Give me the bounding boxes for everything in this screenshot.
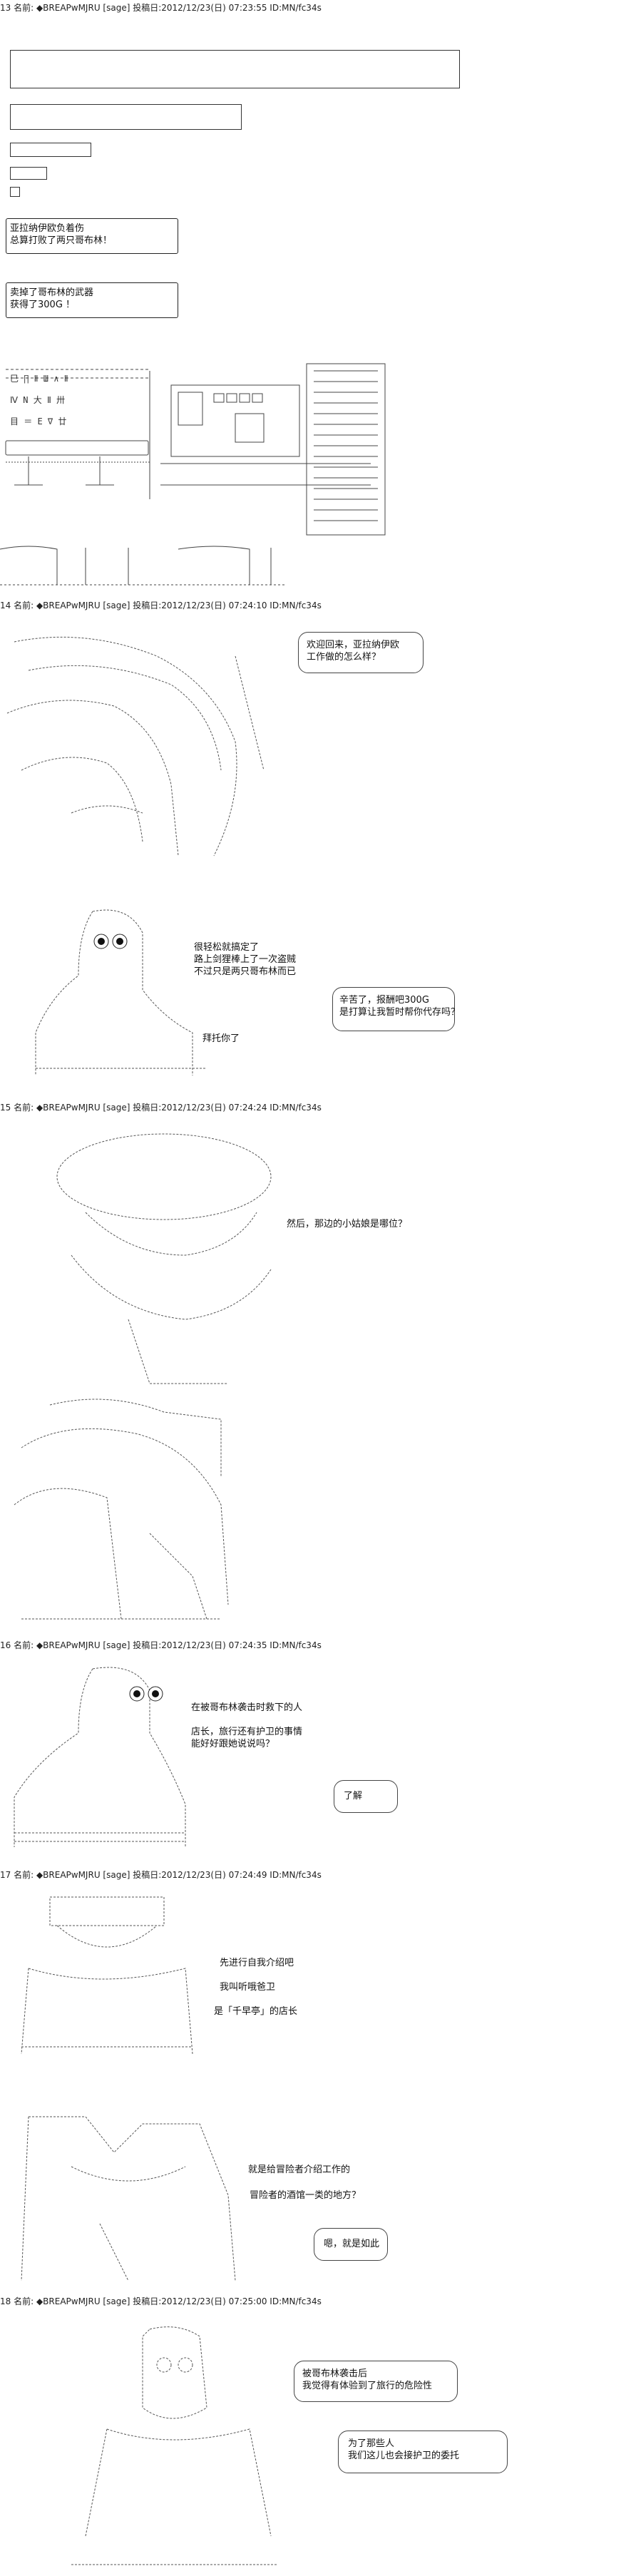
speech-text: 很轻松就搞定了 路上剑狸棒上了一次盗贼 不过只是两只哥布林而已 — [194, 942, 297, 977]
character-art — [7, 1662, 193, 1854]
shop-sign: 巳 ∏ Ⅱ Ш ∧ Ⅱ — [10, 374, 68, 384]
window-frame — [10, 187, 20, 197]
narration-text: 亚拉纳伊欧负着伤 总算打败了两只哥布林！ — [10, 223, 113, 246]
speech-text: 辛苦了，报酬吧300G 是打算让我暂时帮你代存吗？ — [339, 995, 461, 1018]
speech-bubble — [294, 2361, 458, 2402]
shopkeeper-art — [0, 628, 314, 863]
speech-text: 店长，旅行还有护卫的事情 能好好跟她说说吗？ — [191, 1727, 303, 1749]
narration-text: 卖掉了哥布林的武器 获得了300G ！ — [10, 287, 94, 310]
speech-text: 冒险者的酒馆一类的地方？ — [250, 2190, 361, 2201]
speech-bubble — [314, 2228, 388, 2261]
speech-text: 嗯，就是如此 — [324, 2239, 380, 2249]
speech-text: 先进行自我介绍吧 — [220, 1958, 294, 1968]
speech-text: 就是给冒险者介绍工作的 — [248, 2164, 351, 2175]
speech-bubble — [338, 2431, 508, 2473]
speech-bubble — [334, 1780, 398, 1813]
post-header: 15 名前: ◆BREAPwMJRU [sage] 投稿日:2012/12/23… — [0, 1103, 322, 1113]
girl-art — [7, 1391, 235, 1633]
window-frame — [10, 50, 460, 88]
speech-text: 被哥布林袭击后 我觉得有体验到了旅行的危险性 — [302, 2368, 433, 2391]
speech-text: 我叫听哦爸卫 — [220, 1982, 276, 1993]
shop-sign: 目 ＝ E ∇ 廿 — [10, 416, 67, 426]
narration-box — [6, 282, 178, 318]
speech-bubble — [332, 987, 455, 1031]
window-frame — [10, 143, 91, 157]
window-frame — [10, 104, 242, 130]
post-header: 16 名前: ◆BREAPwMJRU [sage] 投稿日:2012/12/23… — [0, 1640, 322, 1650]
speech-text: 拜托你了 — [202, 1033, 240, 1044]
narration-box — [6, 218, 178, 254]
speech-bubble — [298, 632, 424, 673]
post-header: 14 名前: ◆BREAPwMJRU [sage] 投稿日:2012/12/23… — [0, 600, 322, 610]
speech-text: 在被哥布林袭击时救下的人 — [191, 1702, 303, 1713]
post-header: 18 名前: ◆BREAPwMJRU [sage] 投稿日:2012/12/23… — [0, 2296, 322, 2306]
post-header: 17 名前: ◆BREAPwMJRU [sage] 投稿日:2012/12/23… — [0, 1870, 322, 1880]
shopkeeper-art — [14, 1890, 200, 2061]
speech-text: 了解 — [344, 1791, 363, 1801]
shop-scene-art — [0, 357, 399, 599]
character-art — [64, 2322, 292, 2572]
window-frame — [10, 167, 47, 180]
speech-text: 然后，那边的小姑娘是哪位？ — [287, 1219, 408, 1230]
shop-sign: Ⅳ N 大 Ⅱ 卅 — [10, 395, 66, 405]
shopkeeper-art — [43, 1127, 285, 1412]
speech-text: 欢迎回来，亚拉纳伊欧 工作做的怎么样？ — [307, 640, 400, 663]
character-art — [21, 904, 214, 1075]
girl-art — [14, 2110, 242, 2288]
speech-text: 为了那些人 我们这儿也会接护卫的委托 — [348, 2438, 460, 2461]
speech-text: 是「千早亭」的店长 — [214, 2006, 298, 2017]
post-header: 13 名前: ◆BREAPwMJRU [sage] 投稿日:2012/12/23… — [0, 3, 322, 13]
